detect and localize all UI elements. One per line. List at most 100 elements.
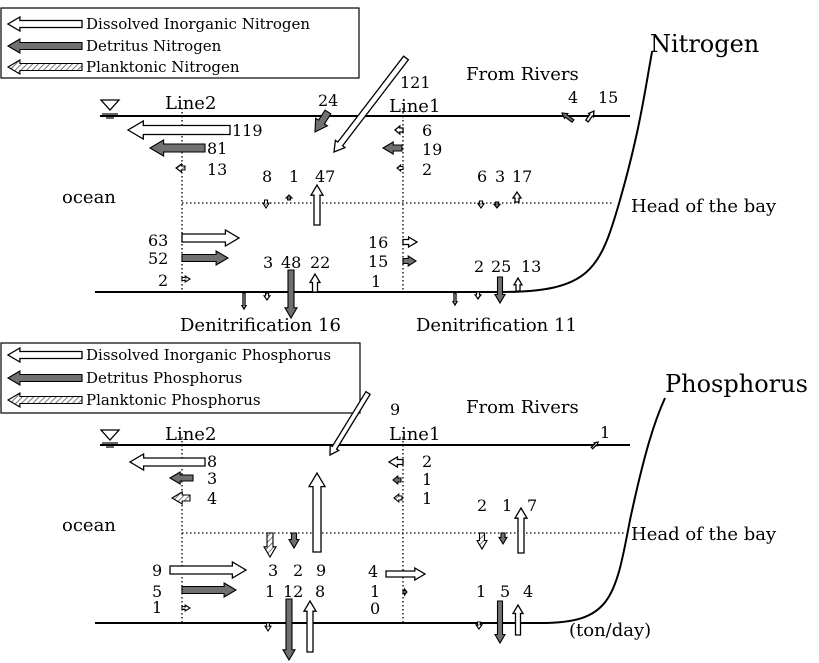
nitrogen-legend: Dissolved Inorganic Nitrogen Detritus Ni… bbox=[0, 7, 360, 79]
arrow-shape bbox=[240, 292, 248, 311]
vertical-flux-arrow bbox=[284, 194, 294, 201]
arrow-shape bbox=[476, 532, 488, 551]
line1-lower-detritus-arrow bbox=[402, 254, 418, 268]
value-label: 2 bbox=[474, 257, 484, 276]
value-label: 6 bbox=[422, 121, 432, 140]
value-label: 22 bbox=[310, 253, 330, 272]
value-label: 1 bbox=[422, 470, 432, 489]
value-label: 4 bbox=[568, 88, 578, 107]
bottom-flux-arrow bbox=[511, 603, 525, 636]
line2-planktonic-arrow bbox=[175, 162, 186, 174]
vertical-flux-arrow bbox=[262, 199, 270, 210]
bottom-flux-arrow bbox=[512, 276, 524, 292]
line1-label: Line1 bbox=[389, 96, 440, 117]
arrow-shape bbox=[307, 471, 327, 553]
bottom-flux-arrow bbox=[473, 291, 483, 300]
arrow-shape bbox=[498, 532, 508, 546]
value-label: 4 bbox=[207, 489, 217, 508]
line1-label: Line1 bbox=[389, 424, 440, 445]
bottom-flux-arrow bbox=[282, 598, 296, 662]
line1-dissolved-arrow bbox=[387, 455, 404, 469]
denitrification-arrow bbox=[451, 292, 459, 307]
arrow-shape bbox=[6, 15, 83, 33]
arrow-shape bbox=[282, 598, 296, 662]
legend-planktonic-label: Planktonic Nitrogen bbox=[86, 58, 240, 76]
vertical-flux-arrow bbox=[498, 532, 508, 546]
value-label: 119 bbox=[232, 121, 263, 140]
value-label: 2 bbox=[293, 561, 303, 580]
external-input-arrow bbox=[333, 55, 410, 154]
value-label: 1 bbox=[152, 598, 162, 617]
value-label: 7 bbox=[527, 496, 537, 515]
bottom-flux-arrow bbox=[264, 622, 272, 633]
line2-lower-dissolved-arrow bbox=[181, 228, 241, 248]
line2-lower-dissolved-arrow bbox=[169, 560, 248, 580]
arrow-shape bbox=[513, 506, 529, 554]
value-label: 16 bbox=[368, 233, 388, 252]
head-of-bay-label: Head of the bay bbox=[631, 196, 777, 217]
bottom-flux-arrow bbox=[262, 292, 272, 301]
arrow-shape bbox=[284, 269, 298, 320]
value-label: 81 bbox=[207, 139, 227, 158]
arrow-shape bbox=[512, 276, 524, 292]
arrow-shape bbox=[393, 124, 404, 136]
arrow-shape bbox=[6, 392, 83, 408]
arrow-shape bbox=[263, 532, 277, 559]
line2-dissolved-arrow bbox=[126, 119, 231, 141]
value-label: 2 bbox=[158, 271, 168, 290]
arrow-shape bbox=[494, 276, 506, 305]
arrow-shape bbox=[511, 603, 525, 636]
legend-planktonic-arrow bbox=[6, 392, 83, 408]
arrow-shape bbox=[128, 452, 206, 472]
value-label: 4 bbox=[523, 582, 533, 601]
coastline bbox=[95, 51, 653, 293]
line1-dissolved-arrow bbox=[393, 124, 404, 136]
arrow-shape bbox=[148, 139, 206, 157]
legend-planktonic-label: Planktonic Phosphorus bbox=[86, 391, 261, 409]
denitrification-line1-label: Denitrification 11 bbox=[416, 315, 577, 336]
arrow-shape bbox=[590, 441, 599, 450]
arrow-shape bbox=[473, 291, 483, 300]
arrow-shape bbox=[451, 292, 459, 307]
line2-label: Line2 bbox=[165, 424, 216, 445]
arrow-shape bbox=[309, 183, 325, 226]
arrow-shape bbox=[584, 109, 595, 123]
arrow-shape bbox=[181, 604, 192, 612]
line2-detritus-arrow bbox=[168, 471, 194, 485]
value-label: 13 bbox=[521, 257, 541, 276]
legend-detritus-arrow bbox=[6, 38, 83, 54]
arrow-shape bbox=[170, 491, 191, 505]
arrow-shape bbox=[262, 199, 270, 210]
arrow-shape bbox=[402, 587, 408, 597]
arrow-shape bbox=[6, 370, 83, 386]
value-label: 8 bbox=[262, 167, 272, 186]
value-label: 15 bbox=[598, 88, 618, 107]
arrow-shape bbox=[288, 532, 300, 550]
value-label: 1 bbox=[502, 496, 512, 515]
vertical-flux-arrow bbox=[492, 201, 502, 209]
value-label: 3 bbox=[268, 561, 278, 580]
arrow-shape bbox=[402, 254, 418, 268]
vertical-flux-arrow bbox=[476, 200, 486, 209]
line2-planktonic-arrow bbox=[170, 491, 191, 505]
value-label: 1 bbox=[370, 582, 380, 601]
arrow-shape bbox=[494, 600, 506, 645]
value-label: 3 bbox=[495, 167, 505, 186]
ocean-label: ocean bbox=[62, 187, 116, 208]
value-label: 9 bbox=[390, 400, 400, 419]
bottom-flux-arrow bbox=[494, 276, 506, 305]
legend-dissolved-arrow bbox=[6, 15, 83, 33]
value-label: 1 bbox=[289, 167, 299, 186]
value-label: 12 bbox=[283, 582, 303, 601]
vertical-flux-arrow bbox=[263, 532, 277, 559]
water-level-icon bbox=[99, 429, 121, 441]
nitrogen-title: Nitrogen bbox=[650, 30, 759, 58]
value-label: 2 bbox=[477, 496, 487, 515]
value-label: 8 bbox=[315, 582, 325, 601]
legend-detritus-label: Detritus Phosphorus bbox=[86, 369, 242, 387]
coastline bbox=[95, 397, 666, 624]
vertical-flux-arrow bbox=[307, 471, 327, 553]
denitrification-arrow bbox=[240, 292, 248, 311]
head-of-bay-label: Head of the bay bbox=[631, 524, 777, 545]
